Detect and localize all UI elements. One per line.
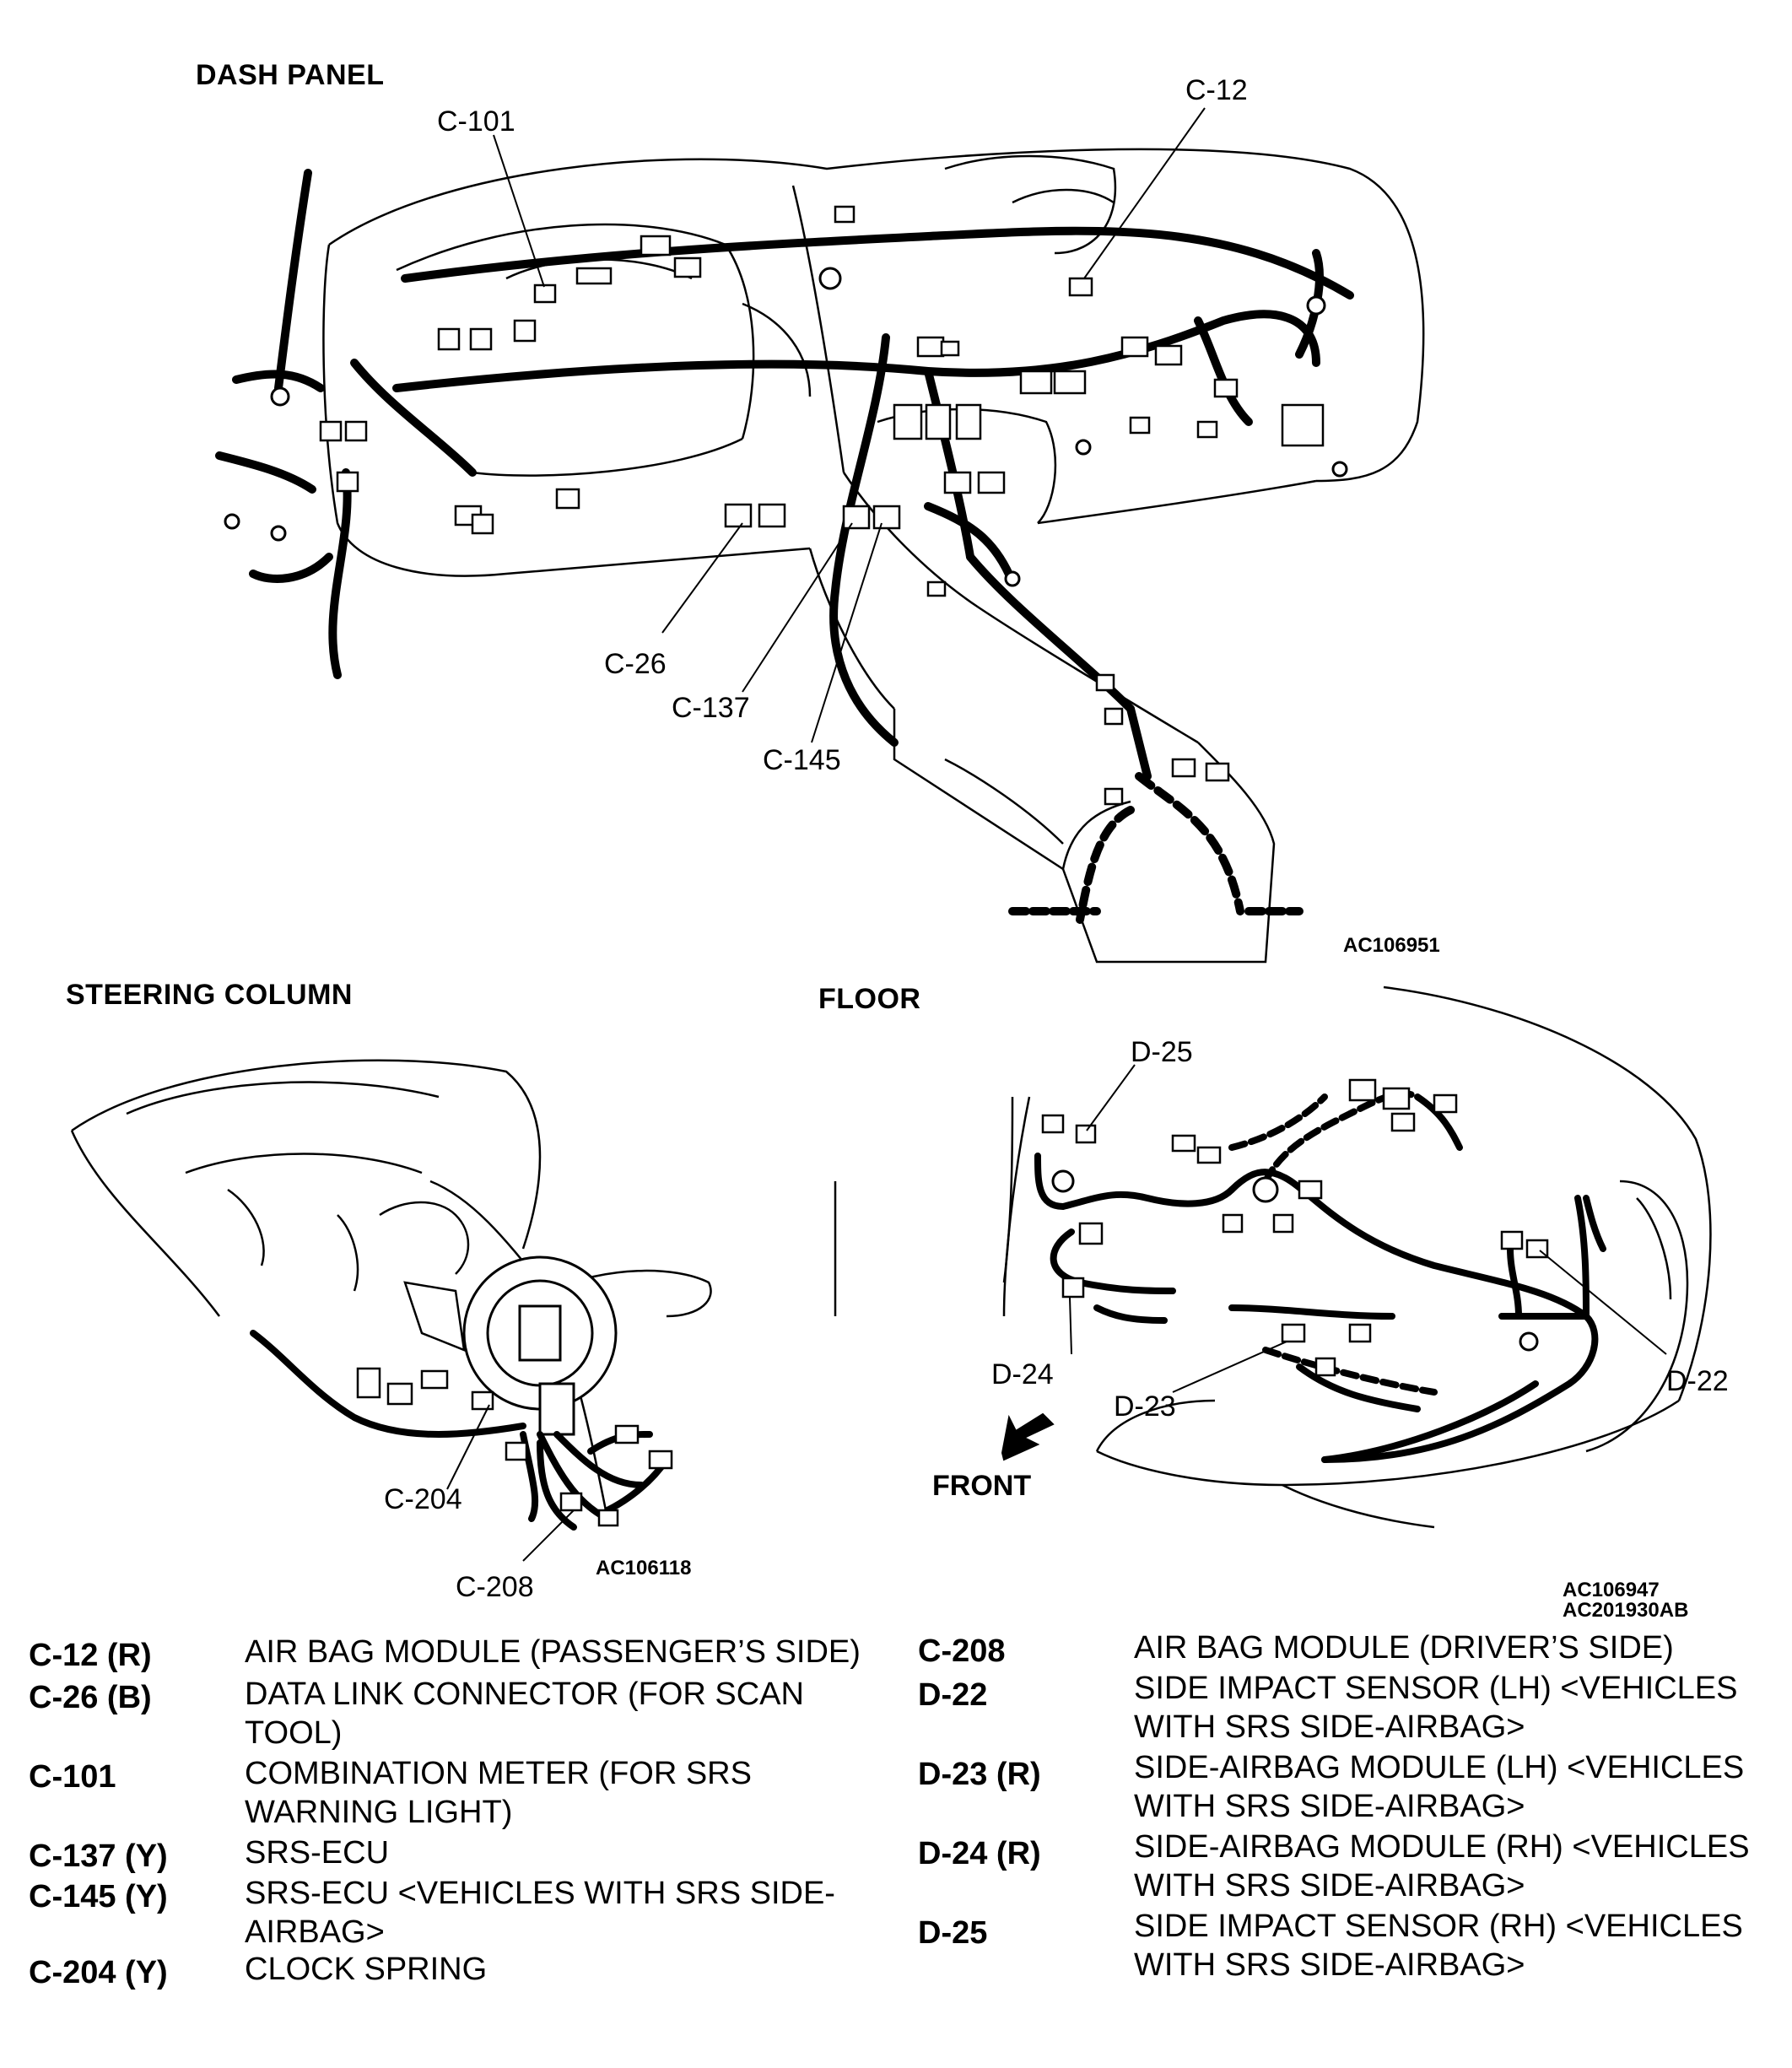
dash-panel-harness	[215, 169, 1354, 924]
dash-panel-title: DASH PANEL	[196, 59, 385, 91]
legend-code: C-137 (Y)	[29, 1839, 168, 1874]
legend-description: DATA LINK CONNECTOR (FOR SCAN TOOL)	[245, 1677, 804, 1751]
legend-right: C-208 AIR BAG MODULE (DRIVER’S SIDE) D-2…	[918, 1628, 1787, 1983]
floor-harness	[1034, 1090, 1606, 1463]
legend-description: SIDE-AIRBAG MODULE (LH) <VEHICLES WITH S…	[1134, 1750, 1745, 1824]
callout-d25: D-25	[1131, 1036, 1193, 1068]
callout-c145: C-145	[763, 744, 841, 776]
legend-code: C-145 (Y)	[29, 1879, 168, 1914]
callout-d22: D-22	[1666, 1365, 1729, 1397]
figure-id-steering: AC106118	[596, 1557, 692, 1579]
floor-grommets	[1051, 1169, 1539, 1352]
legend-description: AIR BAG MODULE (PASSENGER’S SIDE)	[245, 1634, 861, 1670]
steering-column-outline	[70, 1059, 712, 1520]
legend-description: SRS-ECU <VEHICLES WITH SRS SIDE-AIRBAG>	[245, 1876, 835, 1950]
legend-description: SIDE IMPACT SENSOR (LH) <VEHICLES WITH S…	[1134, 1671, 1738, 1745]
floor-title: FLOOR	[818, 983, 921, 1015]
legend-code: D-25	[918, 1915, 988, 1951]
steering-column-title: STEERING COLUMN	[66, 979, 353, 1011]
legend-left: C-12 (R) AIR BAG MODULE (PASSENGER’S SID…	[29, 1633, 881, 1990]
callout-c204: C-204	[384, 1483, 462, 1515]
callout-c101: C-101	[437, 105, 515, 138]
legend-code: C-204 (Y)	[29, 1955, 168, 1990]
callout-d23: D-23	[1114, 1390, 1176, 1423]
figure-id-floor-1: AC106947	[1563, 1579, 1660, 1601]
steering-column-connectors	[356, 1367, 673, 1527]
wiring-illustration	[70, 107, 1712, 1562]
figure-id-floor-2: AC201930AB	[1563, 1599, 1689, 1622]
legend-description: SIDE-AIRBAG MODULE (RH) <VEHICLES WITH S…	[1134, 1829, 1750, 1903]
legend-description: SRS-ECU	[245, 1835, 390, 1871]
legend-code: C-12 (R)	[29, 1638, 152, 1673]
legend-code: C-101	[29, 1759, 116, 1795]
steering-column-leader-lines	[446, 1404, 575, 1562]
legend-description: SIDE IMPACT SENSOR (RH) <VEHICLES WITH S…	[1134, 1909, 1743, 1983]
legend-code: C-208	[918, 1633, 1006, 1669]
legend-description: CLOCK SPRING	[245, 1952, 488, 1987]
front-label: FRONT	[932, 1470, 1032, 1502]
callout-c26: C-26	[604, 648, 667, 680]
legend-code: D-23 (R)	[918, 1757, 1041, 1792]
steering-column-clock-spring	[462, 1255, 618, 1436]
dash-panel-connectors	[319, 205, 1325, 806]
legend-description: COMBINATION METER (FOR SRS WARNING LIGHT…	[245, 1756, 752, 1830]
front-arrow-icon	[1001, 1412, 1055, 1461]
legend-code: D-24 (R)	[918, 1836, 1041, 1871]
dash-panel-grommets	[224, 267, 1348, 587]
floor-outline	[834, 985, 1712, 1529]
legend-code: D-22	[918, 1677, 988, 1713]
figure-id-dash: AC106951	[1343, 934, 1440, 957]
legend-description: AIR BAG MODULE (DRIVER’S SIDE)	[1134, 1630, 1674, 1666]
floor-connectors	[1041, 1078, 1549, 1377]
callout-c12: C-12	[1185, 74, 1248, 106]
legend-code: C-26 (B)	[29, 1680, 152, 1715]
callout-c208: C-208	[456, 1571, 534, 1603]
callout-c137: C-137	[672, 692, 750, 724]
dash-panel-leader-lines	[493, 107, 1206, 743]
floor-leader-lines	[1069, 1064, 1667, 1393]
callout-d24: D-24	[991, 1358, 1054, 1390]
